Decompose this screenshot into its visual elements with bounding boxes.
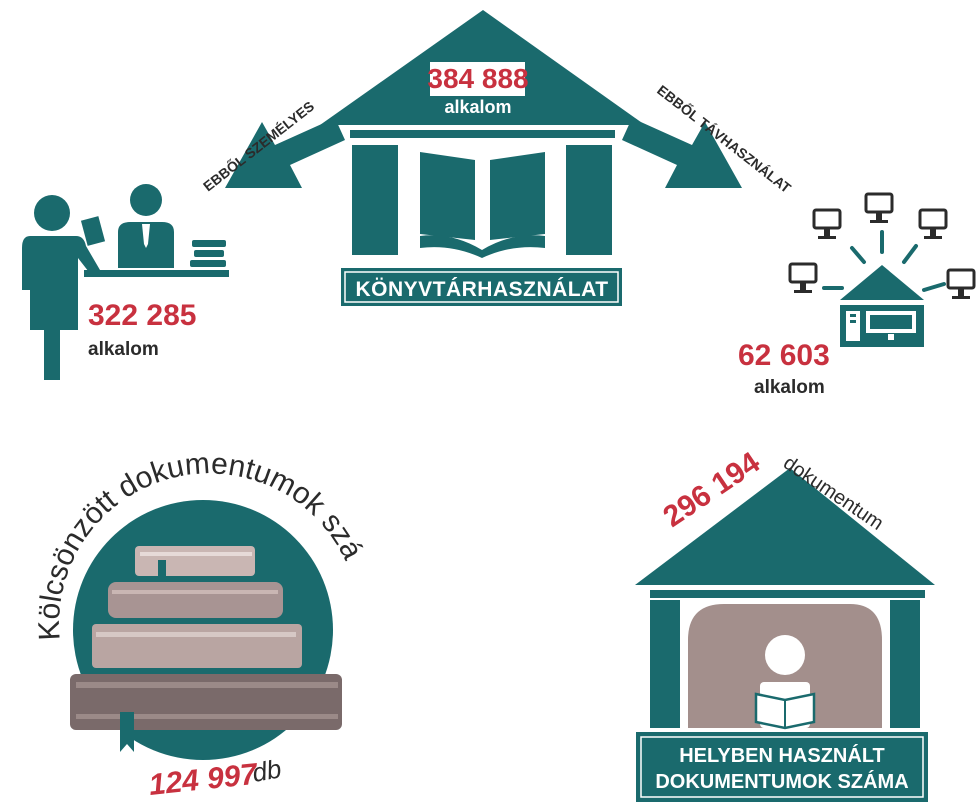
library-column-left (352, 145, 398, 255)
book-base (420, 235, 545, 258)
library-building-icon: 384 888 alkalom KÖNYVTÁRHASZNÁLAT (320, 10, 645, 306)
remote-value: 62 603 (738, 339, 830, 372)
library-title-frame (344, 271, 619, 303)
book-page-right (490, 152, 545, 240)
arrow-left-icon (225, 118, 345, 188)
personal-value: 322 285 (88, 299, 196, 332)
book-page-left (420, 152, 475, 240)
library-column-right (566, 145, 612, 255)
network-computers-icon (788, 192, 976, 347)
library-title: KÖNYVTÁRHASZNÁLAT (355, 278, 608, 301)
library-title-bar (341, 268, 622, 306)
loans-value: 124 997 (147, 758, 260, 802)
onsite-title-line2: DOKUMENTUMOK SZÁMA (655, 770, 908, 793)
book-stack-icon (70, 500, 342, 760)
arrow-right-icon (622, 118, 742, 188)
onsite-roof (635, 468, 935, 585)
onsite-title-line1: HELYBEN HASZNÁLT (679, 744, 885, 767)
loans-unit: db (250, 753, 284, 788)
reading-room-icon: HELYBEN HASZNÁLT DOKUMENTUMOK SZÁMA (635, 468, 935, 802)
total-value: 384 888 (427, 63, 528, 94)
total-value-box (430, 62, 525, 96)
library-beam (350, 130, 615, 138)
librarian-visitor-icon (22, 184, 229, 380)
remote-unit: alkalom (754, 377, 825, 398)
personal-unit: alkalom (88, 339, 159, 360)
total-unit: alkalom (444, 97, 511, 117)
